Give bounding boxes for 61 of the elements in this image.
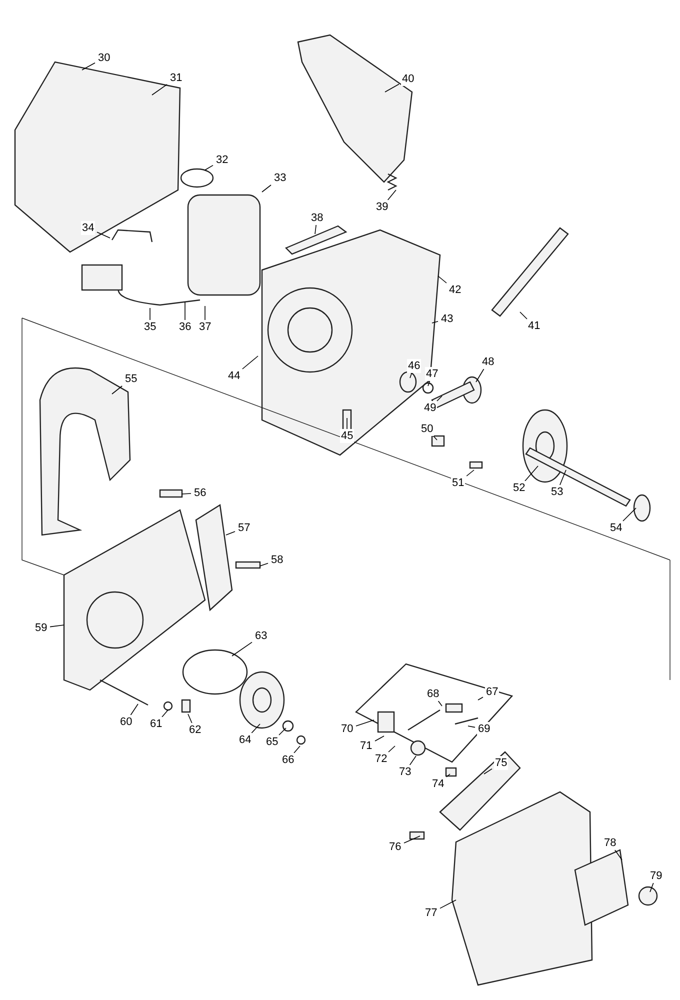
callout-number: 46 [407,359,422,373]
leader-line [112,386,122,394]
leader-line [476,368,484,382]
leader-line [82,62,96,70]
leader-line [436,396,442,402]
leader-line [50,624,64,628]
callout-number: 68 [426,687,440,701]
callout-number: 69 [477,722,492,736]
leader-line [204,306,206,320]
leader-line [520,312,528,320]
callout-number: 79 [649,869,664,883]
callout-number: 48 [481,355,496,369]
leader-line [438,276,447,284]
leader-line [478,696,484,700]
leader-line [356,720,374,726]
leader-line [438,700,442,706]
leader-line [468,726,476,728]
callout-number: 34 [81,221,96,235]
leader-line [433,436,438,440]
leader-line [432,321,438,324]
leader-line [314,224,316,234]
leader-line [152,84,168,96]
leader-line [226,531,236,536]
leader-line [622,508,636,522]
leader-line [388,746,396,752]
callout-number: 45 [340,429,354,443]
leader-line [242,356,258,370]
callout-number: 50 [420,422,434,436]
leader-line [251,724,260,734]
leader-line [204,164,214,170]
leader-line [232,642,252,656]
callout-number: 47 [425,367,440,381]
callout-number: 40 [401,72,416,86]
leader-line [440,900,456,909]
leader-line [524,466,538,482]
leader-line [404,836,420,844]
leader-line [374,736,384,742]
leader-line [262,184,272,192]
leader-line [409,756,416,766]
leader-line [484,768,492,774]
leader-line [182,493,192,494]
leader-line [278,728,286,736]
leader-line [466,470,474,476]
leader-line [294,746,300,754]
leader-line [560,470,566,486]
callout-number: 78 [603,836,618,850]
leader-line [260,562,268,566]
leader-line [387,190,396,200]
leader-line [446,774,450,778]
leader-line [346,418,348,430]
leader-line [188,714,192,724]
leader-line [410,372,412,378]
leader-line [650,882,654,892]
leader-line [162,710,168,718]
callout-number: 75 [494,756,508,770]
leader-line [184,302,186,320]
leader-line [384,84,400,92]
leader-line [614,850,622,860]
leader-line [96,232,110,238]
leader-line [428,380,430,386]
leader-line [130,704,138,716]
